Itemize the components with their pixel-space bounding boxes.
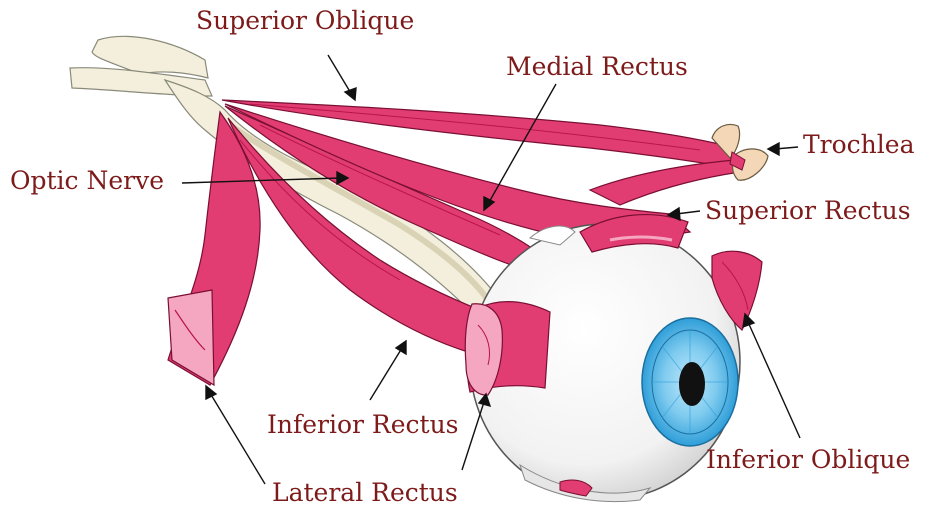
label-trochlea: Trochlea (803, 130, 915, 159)
pupil (679, 362, 705, 406)
label-inferior-rectus: Inferior Rectus (267, 410, 459, 439)
trochlea-shape (711, 123, 769, 181)
label-medial-rectus: Medial Rectus (506, 52, 688, 81)
label-superior-rectus: Superior Rectus (705, 196, 911, 225)
superior-rectus-insertion (579, 214, 689, 253)
lateral-rectus-muscle (167, 110, 261, 387)
leader-lines (181, 54, 801, 485)
lateral-rectus-insertion (464, 301, 551, 396)
optic-nerve-shape (69, 35, 501, 317)
label-lateral-rectus: Lateral Rectus (272, 478, 458, 507)
label-inferior-oblique: Inferior Oblique (706, 445, 911, 474)
inferior-oblique-muscle (711, 250, 763, 331)
inferior-rectus-insertion (559, 479, 593, 497)
label-superior-oblique: Superior Oblique (196, 6, 415, 35)
label-optic-nerve: Optic Nerve (10, 166, 165, 195)
